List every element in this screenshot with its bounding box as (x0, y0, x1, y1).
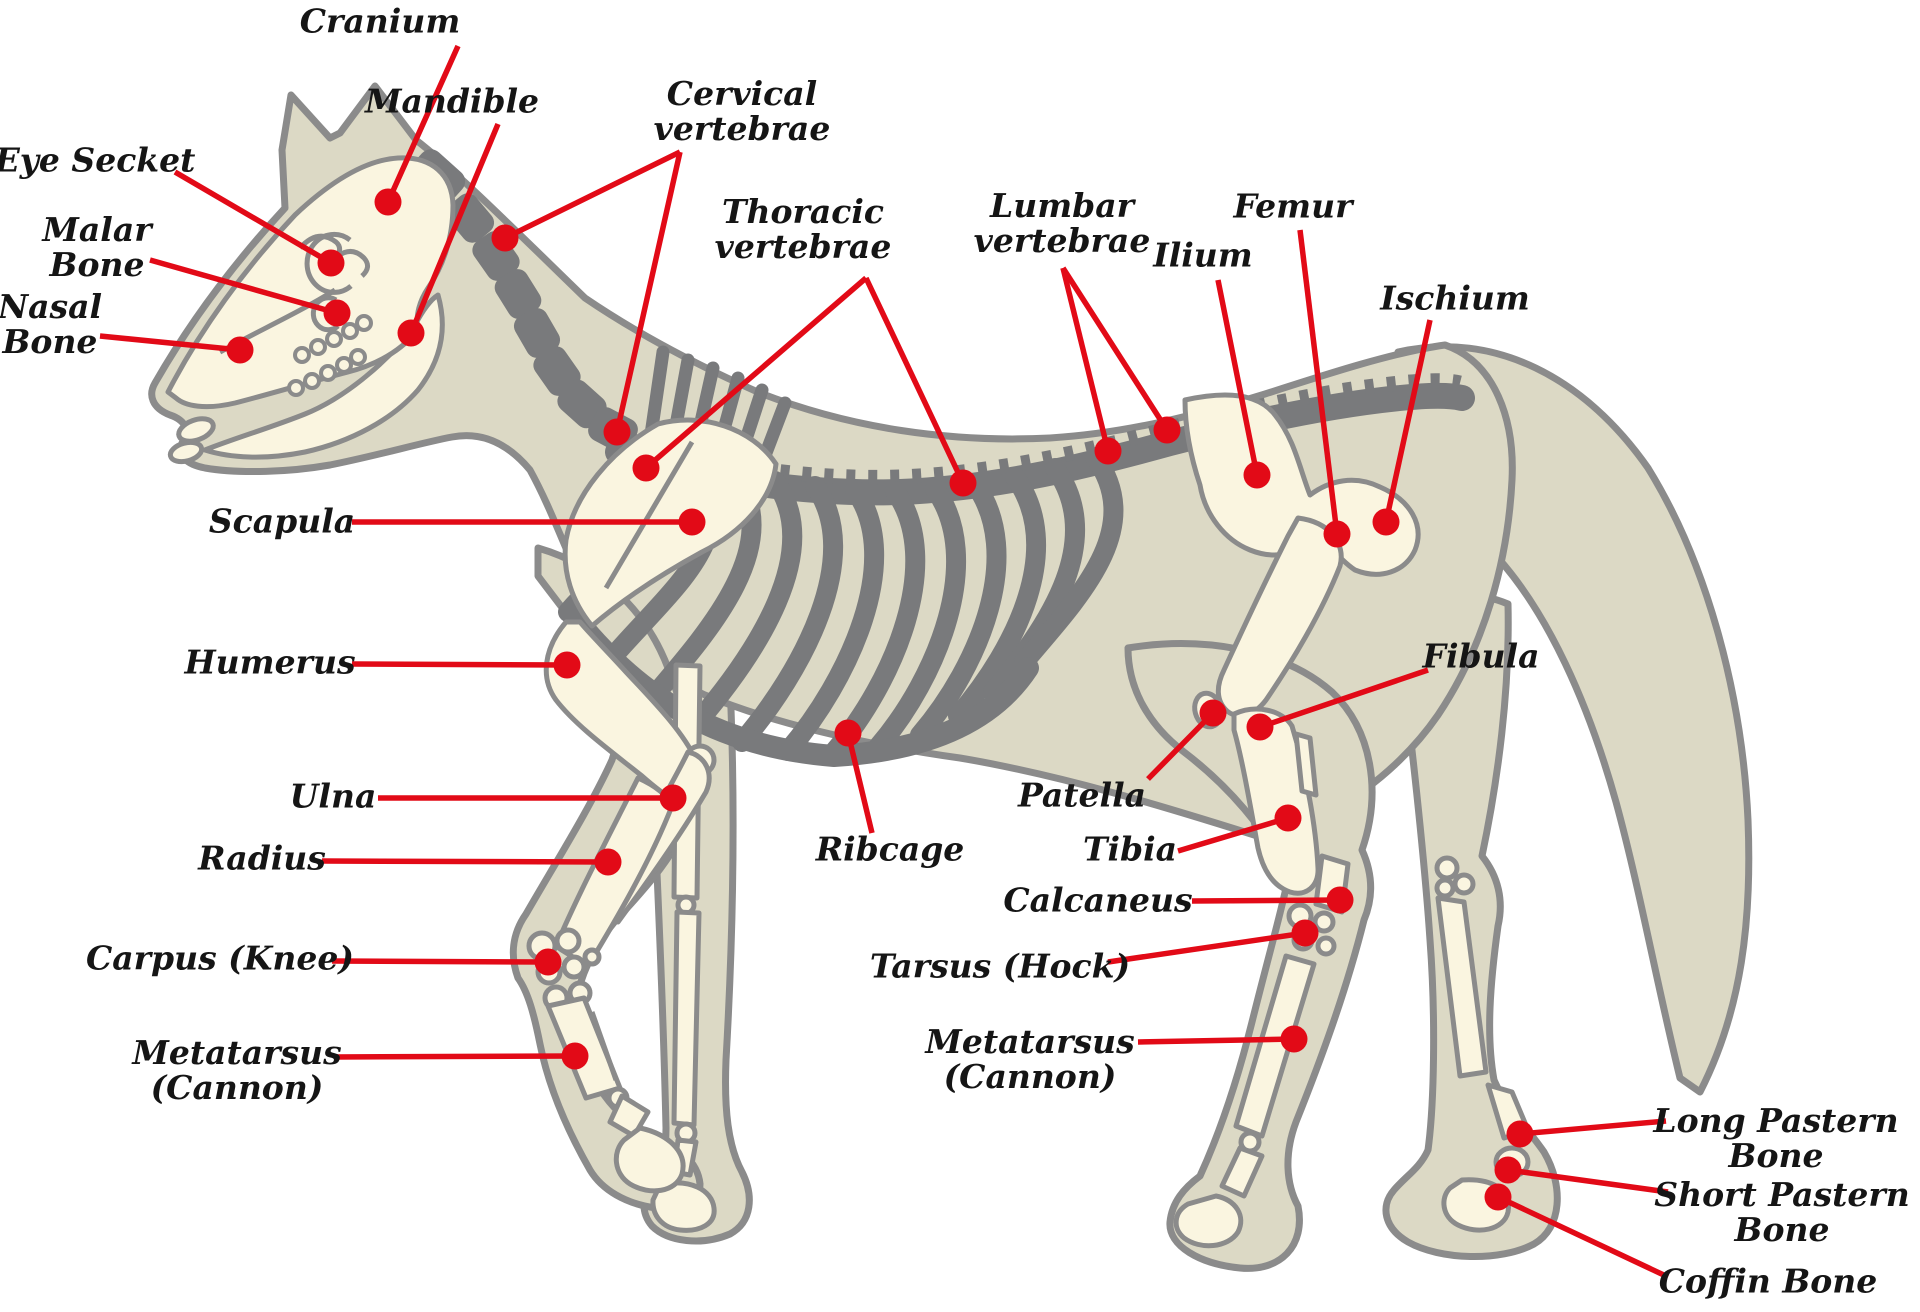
anchor-dot-metatarsus-cannon-hind (1280, 1025, 1308, 1053)
leader-line-coffin-bone (1496, 1194, 1670, 1280)
leader-line-carpus-knee (331, 958, 549, 965)
leader-line-calcaneus (1191, 897, 1341, 904)
anchor-dot-short-pastern-bone (1494, 1156, 1522, 1184)
anchor-dot-mandible (397, 319, 425, 347)
anchor-dot-cranium (374, 188, 402, 216)
anchor-dot-metatarsus-cannon-front (561, 1042, 589, 1070)
anchor-dot-carpus-knee (534, 948, 562, 976)
leader-line-ribcage (845, 732, 875, 834)
anchor-dot-calcaneus (1326, 886, 1354, 914)
hindleg-bones (1173, 392, 1531, 1249)
leader-line-thoracic-vertebrae (644, 275, 868, 471)
anchor-dot-malar-bone (323, 299, 351, 327)
leader-line-ilium (1215, 279, 1260, 476)
leader-line-metatarsus-cannon-hind (1137, 1036, 1295, 1045)
anchor-dot-lumbar-vertebrae (1094, 437, 1122, 465)
anchor-dot-ilium (1243, 461, 1271, 489)
anchor-dot-ulna (659, 784, 687, 812)
leader-line-malar-bone (149, 257, 338, 316)
leader-line-lumbar-vertebrae (1060, 267, 1111, 452)
anchor-dot-long-pastern-bone (1506, 1120, 1534, 1148)
anchor-dot-radius (594, 848, 622, 876)
leader-line-cervical-vertebrae (503, 149, 682, 241)
leader-line-femur (1297, 229, 1340, 535)
anchor-dot-eye-socket (317, 249, 345, 277)
anchor-dot-coffin-bone (1484, 1183, 1512, 1211)
leader-line-short-pastern-bone (1507, 1167, 1669, 1195)
anchor-dot-fibula (1246, 713, 1274, 741)
leader-line-nasal-bone (99, 333, 241, 353)
anchor-dot-lumbar-vertebrae (1153, 416, 1181, 444)
far-hindleg-silhouette (1382, 590, 1561, 1260)
leader-line-metatarsus-cannon-front (334, 1053, 576, 1060)
anchor-dot-ribcage (834, 719, 862, 747)
leader-line-tibia (1177, 815, 1289, 854)
anchor-dot-tibia (1274, 804, 1302, 832)
leader-line-tarsus-hock (1107, 930, 1306, 965)
anchor-dot-nasal-bone (226, 336, 254, 364)
anchor-dot-humerus (553, 651, 581, 679)
anchor-dot-thoracic-vertebrae (949, 469, 977, 497)
anchor-dot-thoracic-vertebrae (632, 454, 660, 482)
leader-line-lumbar-vertebrae (1060, 266, 1170, 432)
leader-line-cranium (385, 44, 461, 204)
leader-line-thoracic-vertebrae (863, 276, 966, 485)
anchor-dot-ischium (1372, 508, 1400, 536)
leader-line-cervical-vertebrae (614, 151, 683, 433)
leader-line-patella (1146, 711, 1215, 781)
anchor-dot-femur (1323, 520, 1351, 548)
anchor-dot-patella (1199, 699, 1227, 727)
anchor-dot-cervical-vertebrae (603, 418, 631, 446)
anchor-dot-cervical-vertebrae (491, 224, 519, 252)
leader-line-eye-socket (173, 169, 333, 266)
leader-line-fibula (1259, 667, 1429, 730)
leader-line-ischium (1383, 319, 1433, 523)
leader-line-mandible (408, 122, 501, 335)
anchor-dot-tarsus-hock (1291, 919, 1319, 947)
leader-line-radius (321, 858, 609, 865)
leader-line-humerus (351, 661, 568, 668)
leader-line-long-pastern-bone (1519, 1118, 1667, 1137)
leader-lines-layer (99, 44, 1670, 1280)
anchor-dot-scapula (678, 508, 706, 536)
